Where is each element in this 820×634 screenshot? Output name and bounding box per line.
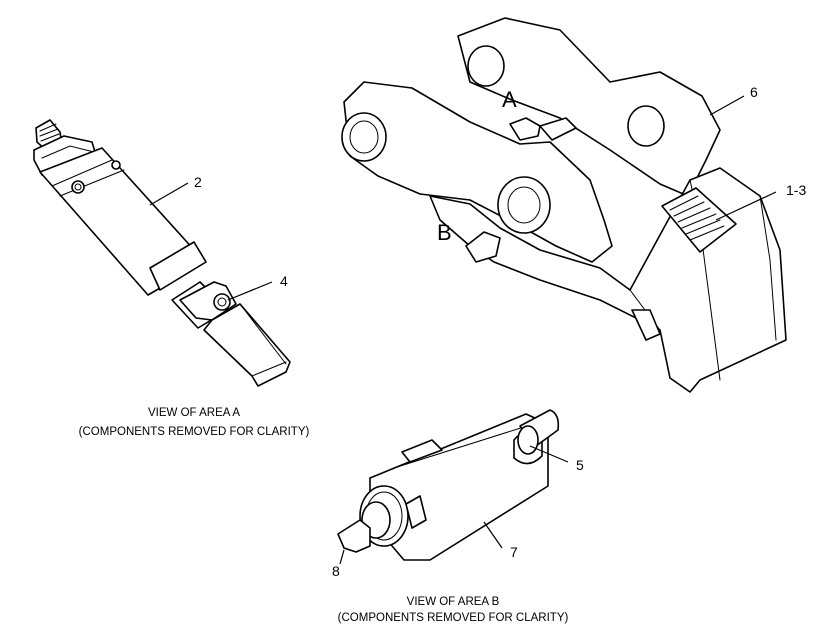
callout-5: 5 <box>576 457 584 473</box>
leader-6 <box>709 95 745 116</box>
callout-7: 7 <box>510 544 518 560</box>
leader-2 <box>149 182 189 206</box>
caption-view-a-note: (COMPONENTS REMOVED FOR CLARITY) <box>79 426 310 438</box>
leader-1-3 <box>715 191 777 221</box>
view-a-cylinder-assembly <box>33 119 291 387</box>
area-b-label: B <box>437 220 452 245</box>
callout-2: 2 <box>194 174 202 190</box>
leader-4 <box>227 281 273 301</box>
leader-8 <box>339 549 345 565</box>
view-b-lock-assembly <box>337 409 560 561</box>
leader-7 <box>483 521 503 549</box>
callout-1-3: 1-3 <box>786 182 806 198</box>
callout-8: 8 <box>332 563 340 579</box>
caption-view-a-title: VIEW OF AREA A <box>148 407 240 419</box>
quick-coupler-assembly <box>341 17 787 393</box>
callout-4: 4 <box>280 273 288 289</box>
callout-6: 6 <box>750 84 758 100</box>
caption-view-b-note: (COMPONENTS REMOVED FOR CLARITY) <box>338 612 569 624</box>
leader-5 <box>529 445 569 463</box>
area-a-label: A <box>502 87 517 112</box>
caption-view-b-title: VIEW OF AREA B <box>407 596 500 608</box>
